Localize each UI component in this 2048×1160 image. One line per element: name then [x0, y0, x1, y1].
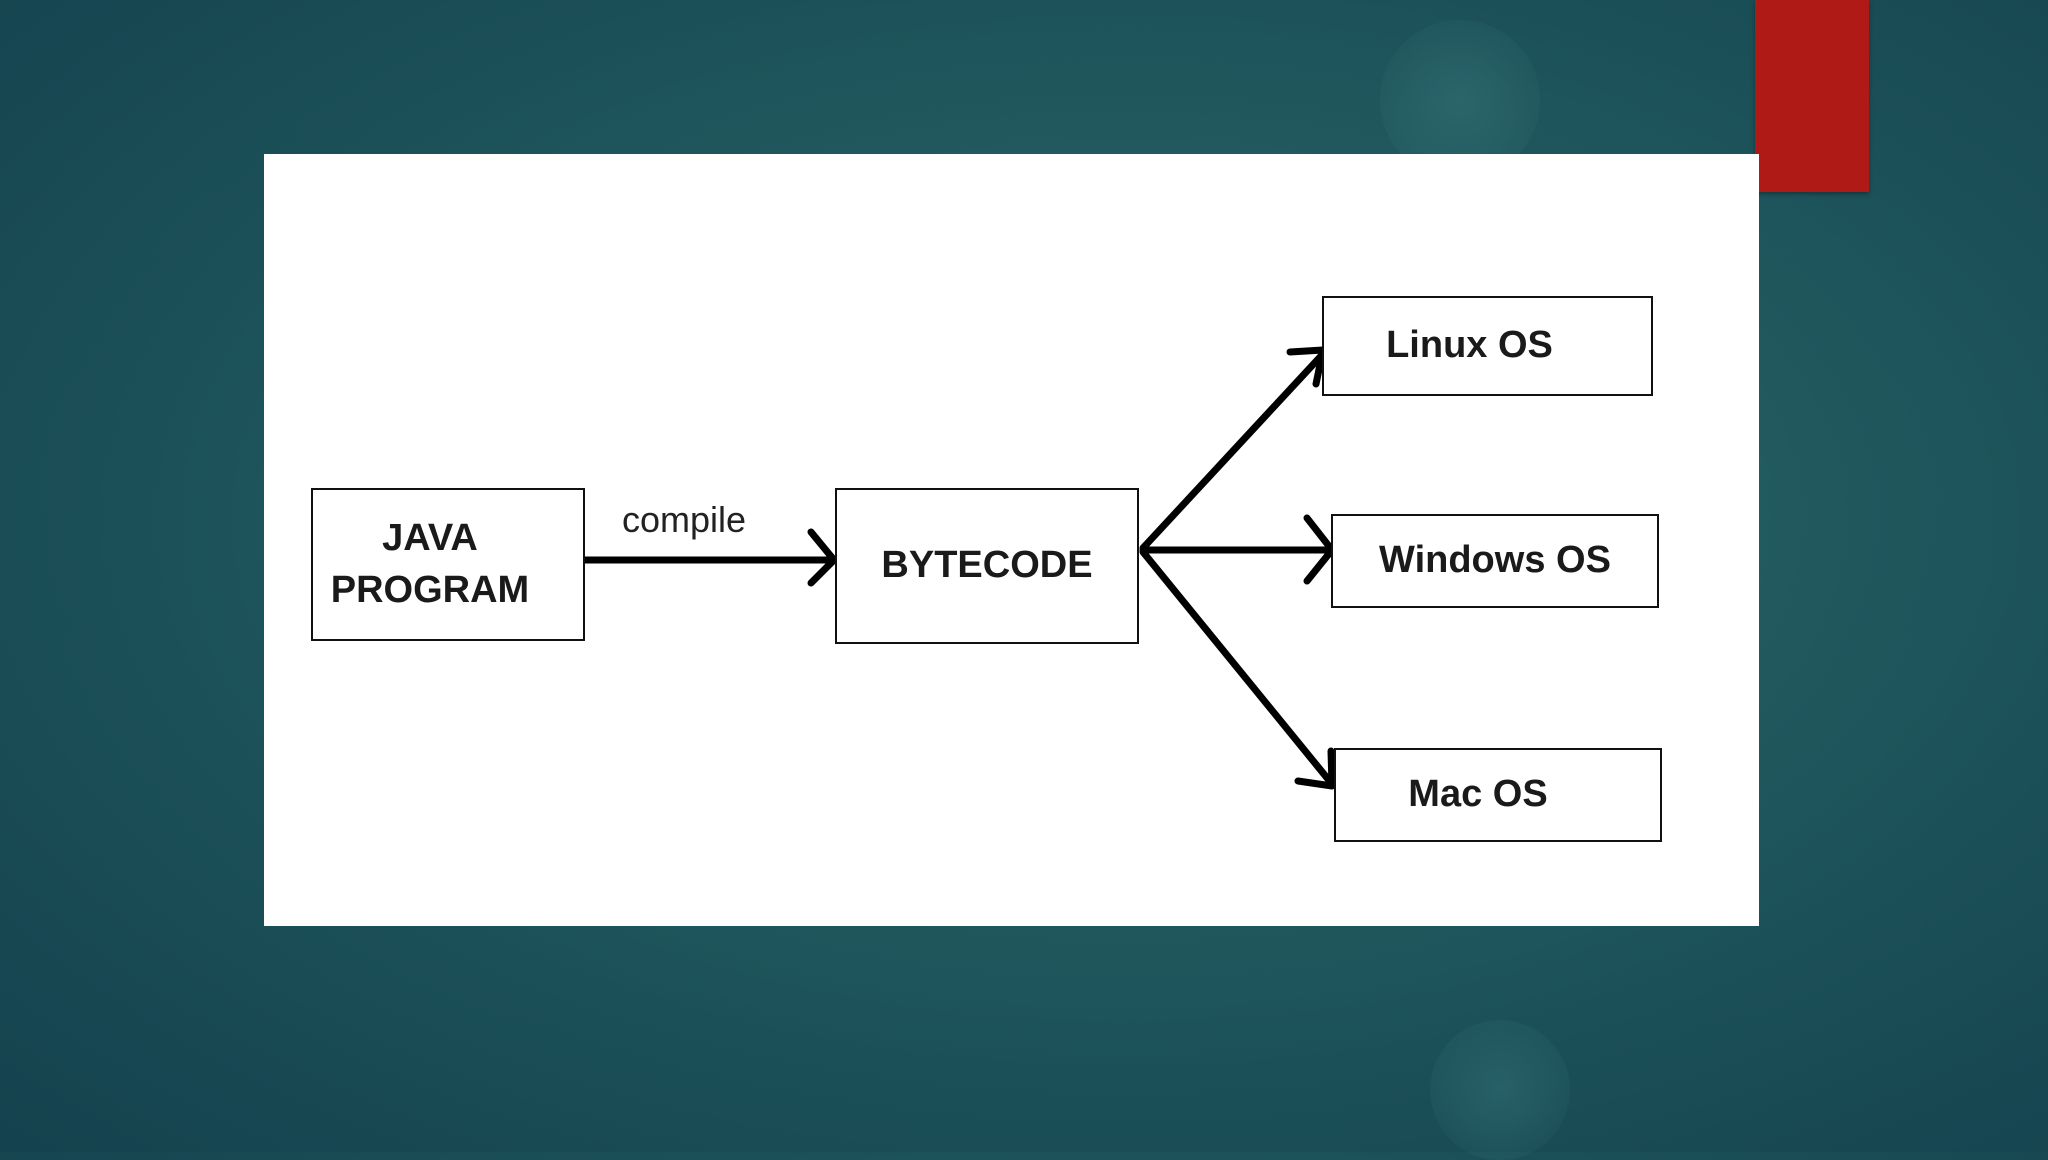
- windows-os-label: Windows OS: [1379, 539, 1611, 582]
- java-program-label-line1: JAVA: [382, 517, 478, 560]
- bytecode-label: BYTECODE: [881, 544, 1093, 587]
- mac-os-label: Mac OS: [1408, 773, 1548, 816]
- arrow-to-mac: [1139, 548, 1336, 788]
- windows-os-node: Windows OS: [1331, 514, 1659, 608]
- accent-bar: [1755, 0, 1869, 192]
- diagram-panel: JAVA PROGRAM compile BYTECODE Linux OS W…: [264, 154, 1759, 926]
- compile-arrowhead: [807, 528, 838, 587]
- linux-os-label: Linux OS: [1386, 324, 1553, 367]
- compile-label: compile: [622, 499, 747, 540]
- bytecode-node: BYTECODE: [835, 488, 1139, 644]
- diagram-arrows: [581, 346, 1336, 790]
- linux-os-node: Linux OS: [1322, 296, 1653, 396]
- arrow-to-mac-head: [1294, 747, 1336, 790]
- background-glow: [1430, 1020, 1570, 1160]
- java-program-node: JAVA PROGRAM: [311, 488, 585, 641]
- java-program-label-line2: PROGRAM: [330, 568, 530, 611]
- arrow-to-linux: [1139, 352, 1325, 552]
- mac-os-node: Mac OS: [1334, 748, 1662, 842]
